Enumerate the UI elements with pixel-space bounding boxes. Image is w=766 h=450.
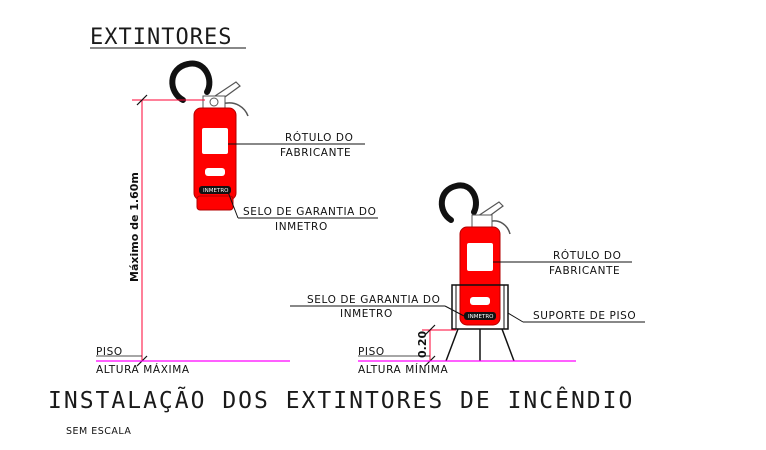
height-label-left: ALTURA MÁXIMA — [96, 363, 190, 376]
right-extinguisher: INMETRO — [438, 182, 515, 362]
leader-suporte — [507, 312, 524, 323]
height-label-right: ALTURA MÍNIMA — [358, 363, 448, 376]
scale-note: SEM ESCALA — [66, 426, 131, 437]
inmetro-seal — [199, 186, 231, 194]
manufacturer-label — [202, 128, 228, 154]
valve — [471, 214, 493, 228]
label-selo-right-2: INMETRO — [340, 308, 393, 320]
left-extinguisher: INMETRO — [169, 60, 249, 211]
drawing-title: EXTINTORES — [90, 25, 232, 50]
label-rotulo-left-1: RÓTULO DO — [285, 131, 354, 144]
dimension-text-right: 0.20 — [416, 331, 429, 358]
label-selo-left-1: SELO DE GARANTIA DO — [243, 206, 376, 218]
label-rotulo-left-2: FABRICANTE — [280, 147, 351, 159]
label-rotulo-right-1: RÓTULO DO — [553, 249, 622, 262]
stand-leg — [445, 328, 459, 362]
manufacturer-label — [467, 243, 493, 271]
hose-loop — [169, 60, 213, 103]
main-title: INSTALAÇÃO DOS EXTINTORES DE INCÊNDIO — [48, 386, 634, 414]
inmetro-tag-text: INMETRO — [203, 188, 229, 194]
label-suporte: SUPORTE DE PISO — [533, 310, 636, 322]
label-selo-left-2: INMETRO — [275, 221, 328, 233]
dimension-text-left: Máximo de 1.60m — [128, 172, 141, 282]
hose-loop — [438, 182, 479, 223]
floor-label-left: PISO — [96, 346, 123, 358]
floor-label-right: PISO — [358, 346, 385, 358]
label-rotulo-right-2: FABRICANTE — [549, 265, 620, 277]
inmetro-seal — [464, 312, 496, 320]
stand-leg — [501, 328, 515, 362]
inmetro-tag-text: INMETRO — [468, 314, 494, 320]
label-selo-right-1: SELO DE GARANTIA DO — [307, 294, 440, 306]
cylinder-body — [459, 226, 501, 326]
leader-selo-left — [227, 191, 239, 219]
